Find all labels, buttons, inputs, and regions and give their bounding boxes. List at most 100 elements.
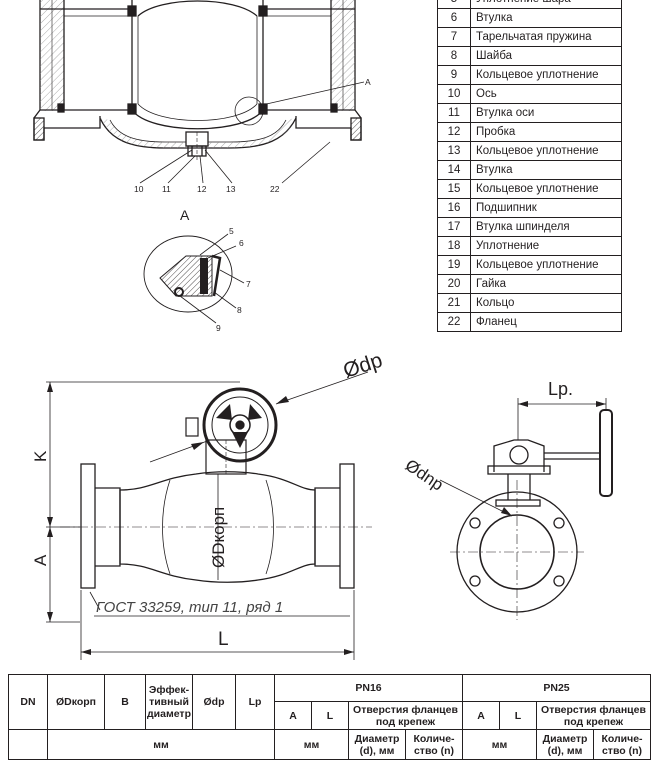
part-number: 6 [437, 8, 471, 28]
col-b: B [104, 674, 146, 730]
dim-lp-label: Lp. [548, 379, 573, 399]
units-mm-pn16: мм [274, 729, 349, 760]
part-number: 21 [437, 293, 471, 313]
callout-13: 13 [226, 184, 236, 194]
part-number: 14 [437, 160, 471, 180]
callout-8: 8 [237, 305, 242, 315]
col-eff-diam: Эффек-тивный диаметр [145, 674, 193, 730]
detail-a-title: A [180, 207, 190, 223]
part-number: 15 [437, 179, 471, 199]
col-a-pn25: A [462, 701, 500, 730]
part-name: Фланец [470, 312, 622, 332]
dim-k-label: K [31, 450, 50, 462]
part-name: Пробка [470, 122, 622, 142]
part-number: 20 [437, 274, 471, 294]
callout-10: 10 [134, 184, 144, 194]
group-pn16: PN16 [274, 674, 463, 702]
part-number: 16 [437, 198, 471, 218]
part-number: 5 [437, 0, 471, 9]
part-name: Кольцевое уплотнение [470, 255, 622, 275]
part-name: Шайба [470, 46, 622, 66]
part-number: 8 [437, 46, 471, 66]
part-name: Кольцевое уплотнение [470, 65, 622, 85]
part-name: Гайка [470, 274, 622, 294]
part-name: Втулка оси [470, 103, 622, 123]
front-view [46, 371, 372, 660]
part-number: 17 [437, 217, 471, 237]
part-number: 7 [437, 27, 471, 47]
col-count-pn25: Количе-ство (n) [593, 729, 651, 760]
dim-l-label: L [218, 629, 229, 650]
part-number: 12 [437, 122, 471, 142]
dn-spacer [8, 729, 48, 760]
col-l-pn16: L [311, 701, 349, 730]
side-view [439, 398, 613, 620]
part-number: 13 [437, 141, 471, 161]
gost-note: ГОСТ 33259, тип 11, ряд 1 [96, 599, 283, 616]
col-dkorp: ØDкорп [47, 674, 105, 730]
col-count-pn16: Количе-ство (n) [405, 729, 463, 760]
callout-6: 6 [239, 238, 244, 248]
callout-22: 22 [270, 184, 280, 194]
dim-dkorp-label: ØDкорп [209, 507, 228, 568]
section-view [33, 0, 365, 184]
part-name: Кольцевое уплотнение [470, 141, 622, 161]
part-name: Втулка [470, 160, 622, 180]
dim-dp-label: Ødp [340, 349, 385, 383]
part-name: Кольцевое уплотнение [470, 179, 622, 199]
callout-5: 5 [229, 226, 234, 236]
units-mm-pn25: мм [462, 729, 537, 760]
col-a-pn16: A [274, 701, 312, 730]
col-dp: Ødp [192, 674, 236, 730]
col-diam-pn25: Диаметр (d), мм [536, 729, 594, 760]
callout-9: 9 [216, 323, 221, 333]
col-holes-pn25: Отверстия фланцев под крепеж [536, 701, 651, 730]
table-row: 5Уплотнение шара [437, 0, 622, 9]
dim-dnp-label: Ødnp [402, 456, 447, 495]
part-name: Уплотнение [470, 236, 622, 256]
callout-7: 7 [246, 279, 251, 289]
part-number: 9 [437, 65, 471, 85]
part-number: 10 [437, 84, 471, 104]
callout-a: A [365, 77, 371, 87]
units-mm: мм [47, 729, 275, 760]
part-name: Втулка [470, 8, 622, 28]
part-name: Подшипник [470, 198, 622, 218]
col-dn: DN [8, 674, 48, 730]
dim-a-label: A [31, 554, 50, 566]
callout-12: 12 [197, 184, 207, 194]
col-holes-pn16: Отверстия фланцев под крепеж [348, 701, 463, 730]
group-pn25: PN25 [462, 674, 651, 702]
part-number: 22 [437, 312, 471, 332]
specs-table: DN ØDкорп B Эффек-тивный диаметр Ødp Lp … [8, 674, 651, 760]
part-number: 19 [437, 255, 471, 275]
col-lp: Lp [235, 674, 275, 730]
part-name: Тарельчатая пружина [470, 27, 622, 47]
part-name: Кольцо [470, 293, 622, 313]
part-name: Ось [470, 84, 622, 104]
part-name: Уплотнение шара [470, 0, 622, 9]
col-diam-pn16: Диаметр (d), мм [348, 729, 406, 760]
detail-a-view: A 5 6 7 8 9 [143, 207, 251, 333]
part-number: 11 [437, 103, 471, 123]
part-name: Втулка шпинделя [470, 217, 622, 237]
callout-11: 11 [162, 184, 171, 194]
